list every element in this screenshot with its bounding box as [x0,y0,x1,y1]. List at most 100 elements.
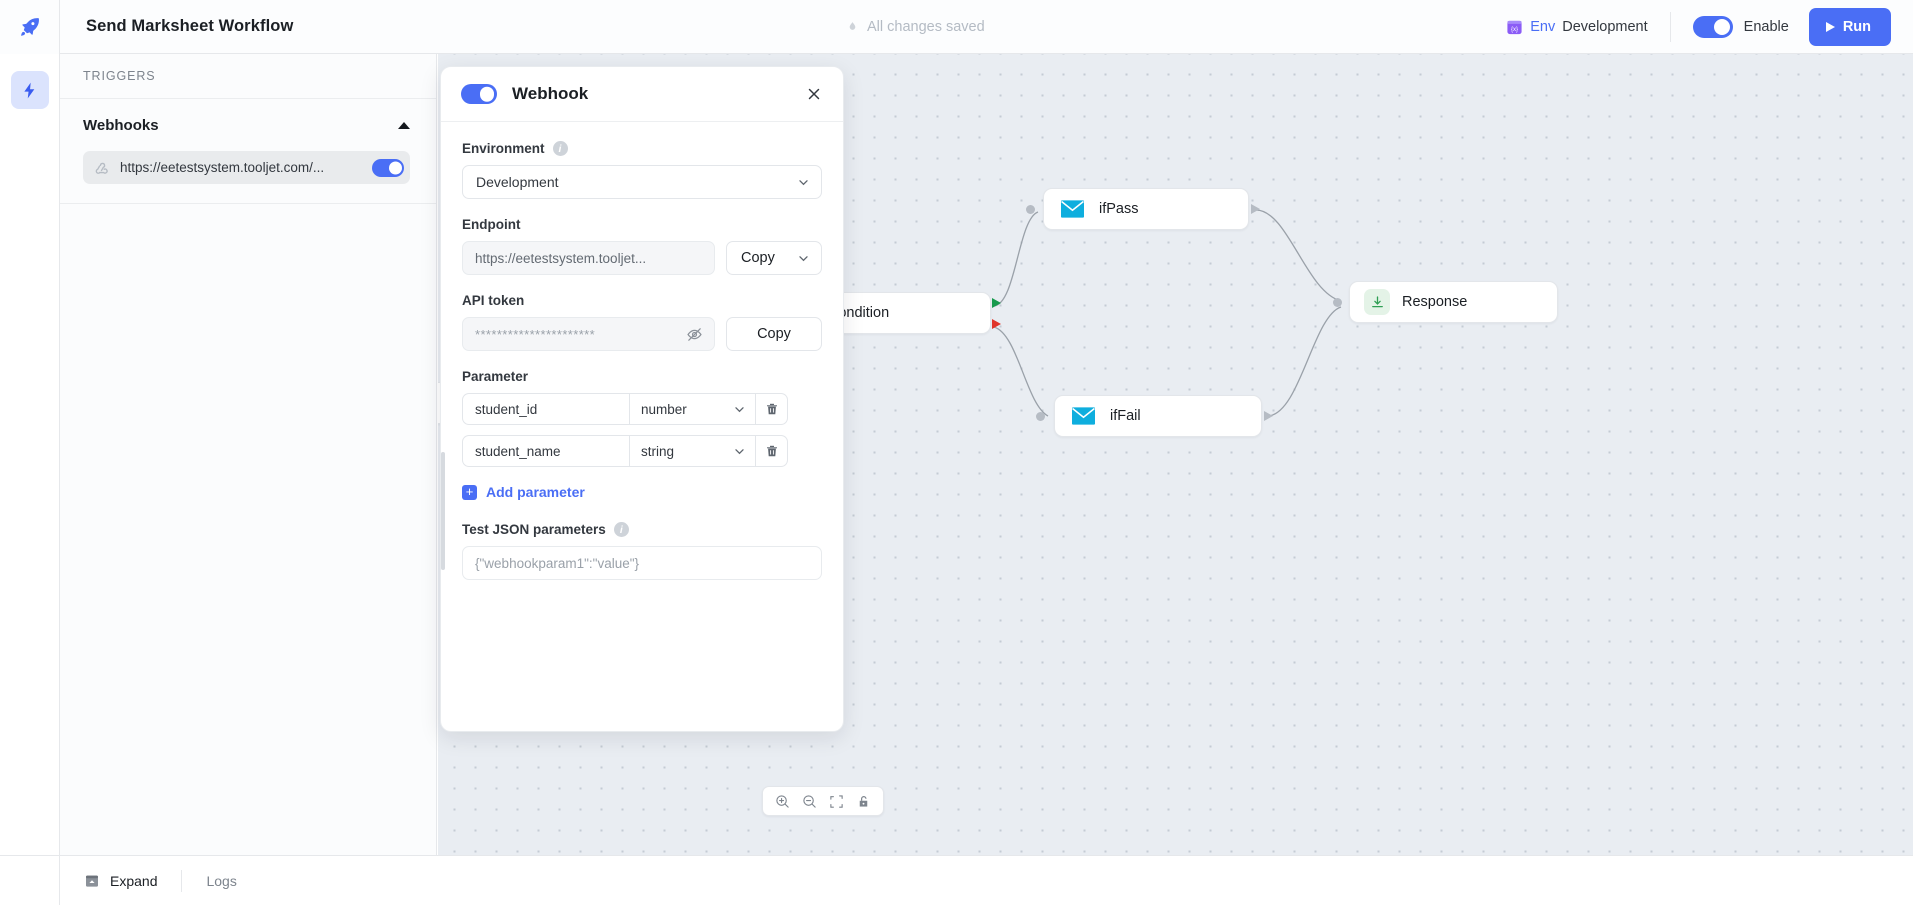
environment-value: Development [476,174,559,190]
expand-label: Expand [110,872,158,889]
response-input-port [1333,298,1342,307]
plus-square-icon: + [462,484,477,500]
zoom-out-icon [803,794,816,808]
expand-button[interactable]: Expand [60,856,181,905]
fit-view-icon [830,794,843,808]
lock-button[interactable] [852,790,875,813]
info-icon[interactable]: i [613,522,629,537]
footer-bar: Expand Logs [60,855,1913,905]
cloud-saved-icon [849,21,856,30]
save-status: All changes saved [845,0,985,54]
triggers-panel: TRIGGERS Webhooks https://eetestsystem.t… [60,54,437,855]
footer-divider [181,869,183,892]
api-token-input[interactable]: ********************** [462,317,715,351]
canvas-node-response[interactable]: Response [1349,281,1558,323]
trash-icon [766,403,777,415]
zoom-in-icon [776,794,789,808]
test-json-label: Test JSON parameters [462,522,606,537]
dialog-title: Webhook [512,84,589,103]
canvas-node-iffail[interactable]: ifFail [1054,395,1262,437]
parameter-label: Parameter [462,369,529,384]
dialog-body: Environment i Development Endpoint https… [441,122,843,580]
triggers-section-title: TRIGGERS [60,54,436,99]
endpoint-input[interactable]: https://eetestsystem.tooljet... [462,241,715,275]
env-value: Development [1562,19,1648,35]
zoom-in-button[interactable] [771,790,794,813]
parameter-delete-button[interactable] [756,435,788,467]
env-variables-icon: {x} [1507,20,1522,34]
api-token-value: ********************** [475,326,596,342]
run-button[interactable]: Run [1808,8,1891,46]
play-icon [1825,22,1835,32]
environment-label-row: Environment i [462,141,822,156]
ifpass-input-port [1026,205,1035,214]
close-icon[interactable] [804,84,824,104]
rail-item-triggers[interactable] [10,71,49,109]
parameter-type-select[interactable]: string [629,435,756,467]
info-icon[interactable]: i [552,141,568,156]
page-title: Send Marksheet Workflow [86,17,294,35]
webhook-url: https://eetestsystem.tooljet.com/... [120,160,325,175]
env-label: Env [1530,19,1556,35]
chevron-down-icon [799,255,808,261]
endpoint-row: https://eetestsystem.tooljet... Copy [462,241,822,275]
add-parameter-label: Add parameter [486,484,585,500]
zoom-out-button[interactable] [798,790,821,813]
node-label: ifPass [1099,201,1139,217]
test-json-input[interactable]: {"webhookparam1":"value"} [462,546,822,580]
add-parameter-button[interactable]: + Add parameter [462,484,822,500]
chevron-down-icon [735,448,744,454]
environment-select[interactable]: Development [462,165,822,199]
top-bar: Send Marksheet Workflow All changes save… [0,0,1913,54]
webhook-icon [95,162,108,174]
iffail-input-port [1036,412,1045,421]
enable-label: Enable [1743,19,1789,35]
svg-text:{x}: {x} [1511,26,1518,32]
parameter-name-input[interactable]: student_id [462,393,629,425]
environment-label: Environment [462,141,545,156]
node-label: Response [1402,294,1468,310]
chevron-down-icon [735,406,744,412]
top-bar-right: {x} Env Development Enable Run [1506,0,1913,54]
enable-toggle[interactable] [1692,16,1733,38]
save-status-text: All changes saved [867,19,985,35]
iffail-output-port [1264,411,1273,421]
parameter-name-input[interactable]: student_name [462,435,629,467]
webhook-list-item[interactable]: https://eetestsystem.tooljet.com/... [83,151,410,184]
response-download-icon [1371,295,1383,307]
mail-icon [1072,407,1095,425]
endpoint-label: Endpoint [462,217,521,232]
expand-icon [86,875,98,887]
caret-up-icon[interactable] [398,121,410,129]
fit-view-button[interactable] [825,790,848,813]
parameter-row: student_id number [462,393,822,425]
endpoint-copy-button[interactable]: Copy [726,241,822,275]
triggers-divider [60,203,436,204]
app-logo[interactable] [0,0,60,54]
logs-button[interactable]: Logs [182,856,260,905]
dialog-scrollbar[interactable] [441,452,445,570]
response-icon-box [1364,289,1390,315]
if-condition-true-port [992,298,1001,308]
chevron-down-icon [799,179,808,185]
mail-icon [1061,200,1084,218]
left-rail [0,54,60,905]
webhook-enable-toggle[interactable] [372,158,404,177]
env-selector[interactable]: {x} Env Development [1506,19,1669,36]
parameter-type-select[interactable]: number [629,393,756,425]
lock-open-icon [859,795,868,807]
parameter-delete-button[interactable] [756,393,788,425]
toolbar-divider [1669,12,1671,42]
webhook-enabled-toggle[interactable] [461,84,497,104]
canvas-node-ifpass[interactable]: ifPass [1043,188,1249,230]
if-condition-false-port [992,319,1001,329]
eye-off-icon[interactable] [686,326,703,343]
ifpass-output-port [1251,204,1260,214]
webhooks-group-header[interactable]: Webhooks [60,99,436,151]
parameter-type-value: string [641,443,675,459]
rail-footer-spacer [0,855,60,905]
parameter-type-value: number [641,401,687,417]
trash-icon [766,445,777,457]
enable-group: Enable [1671,16,1809,38]
api-token-copy-button[interactable]: Copy [726,317,822,351]
